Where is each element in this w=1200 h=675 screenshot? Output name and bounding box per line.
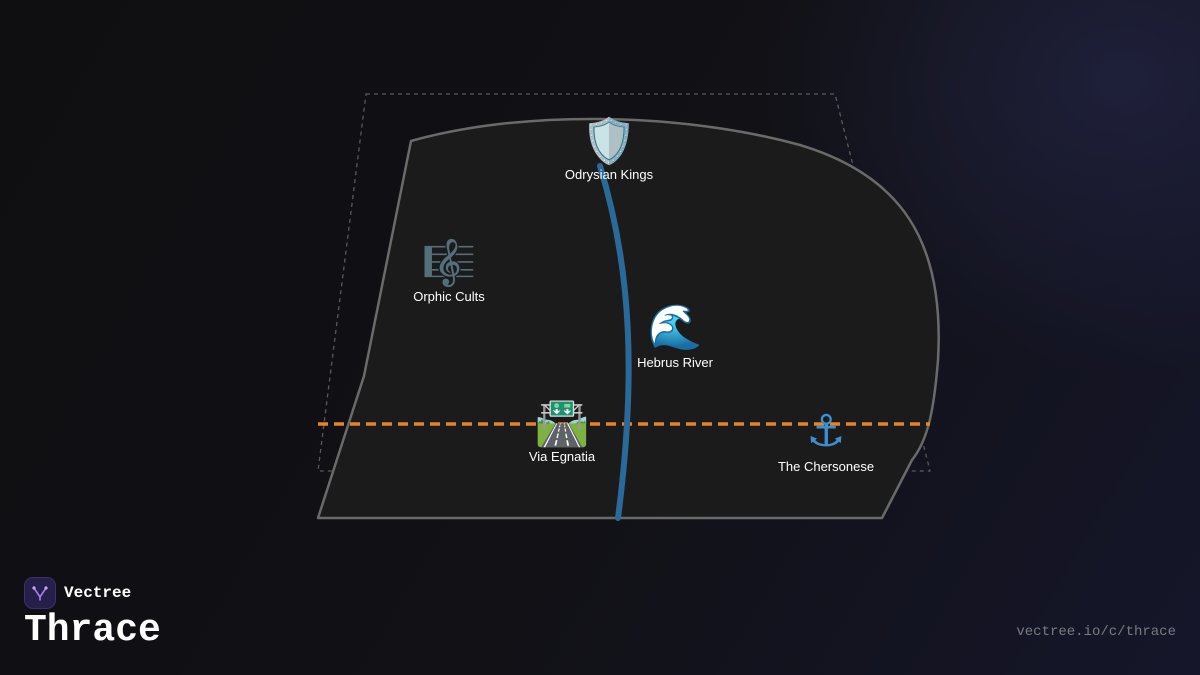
anchor-icon: ⚓ bbox=[806, 406, 845, 457]
motorway-icon: 🛣️ bbox=[535, 398, 590, 449]
music-score-icon: 🎼 bbox=[422, 238, 477, 289]
place-hebrus-river[interactable]: 🌊 Hebrus River bbox=[637, 302, 714, 370]
place-orphic-cults[interactable]: 🎼 Orphic Cults bbox=[413, 238, 485, 304]
page-url[interactable]: vectree.io/c/thrace bbox=[1016, 624, 1176, 640]
tree-fork-icon bbox=[24, 577, 56, 609]
place-label: Via Egnatia bbox=[529, 449, 596, 464]
brand[interactable]: Vectree bbox=[24, 577, 131, 609]
place-the-chersonese[interactable]: ⚓ The Chersonese bbox=[778, 406, 874, 474]
place-label: Hebrus River bbox=[637, 355, 714, 370]
brand-name: Vectree bbox=[64, 584, 132, 602]
hebrus-river-line bbox=[597, 163, 632, 521]
shield-icon: 🛡️ bbox=[582, 116, 637, 167]
place-odrysian-kings[interactable]: 🛡️ Odrysian Kings bbox=[565, 116, 654, 182]
page-title: Thrace bbox=[24, 609, 161, 652]
place-via-egnatia[interactable]: 🛣️ Via Egnatia bbox=[529, 398, 596, 464]
wave-icon: 🌊 bbox=[648, 302, 703, 353]
place-label: Orphic Cults bbox=[413, 289, 485, 304]
place-label: The Chersonese bbox=[778, 459, 874, 474]
place-label: Odrysian Kings bbox=[565, 167, 654, 182]
map-frame bbox=[317, 93, 931, 472]
